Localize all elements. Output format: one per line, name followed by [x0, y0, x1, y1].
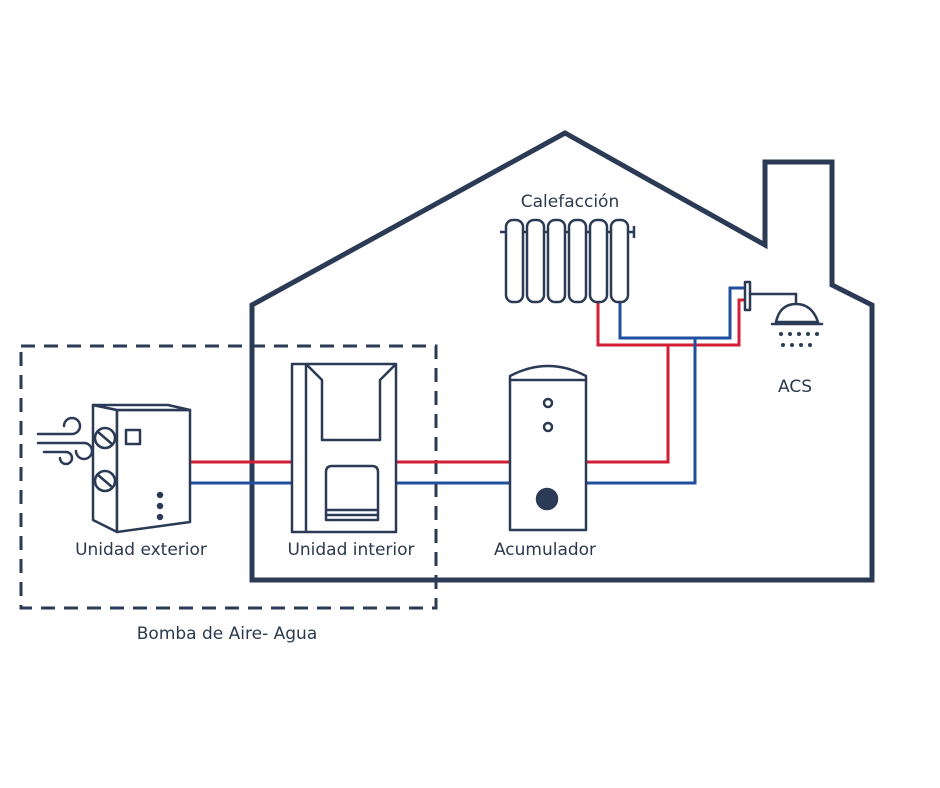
tank-label: Acumulador [494, 540, 596, 560]
system-label: Bomba de Aire- Agua [137, 624, 317, 644]
radiator-icon [500, 218, 636, 304]
shower-icon [743, 280, 824, 347]
wind-icon [36, 416, 94, 466]
dhw-label: ACS [778, 377, 812, 397]
pipes [190, 286, 746, 485]
outdoor-unit-icon [91, 403, 192, 534]
indoor-unit-label: Unidad interior [287, 540, 414, 560]
indoor-unit-icon [290, 362, 398, 534]
cold-pipe [586, 302, 697, 485]
heating-label: Calefacción [521, 192, 619, 212]
hot-pipe [586, 302, 670, 464]
outdoor-unit-label: Unidad exterior [75, 540, 207, 560]
heat-pump-boundary [19, 344, 438, 610]
cold-pipe [695, 286, 746, 340]
house-outline [249, 130, 875, 583]
hot-pipe [668, 298, 746, 347]
tank-icon [508, 364, 588, 532]
